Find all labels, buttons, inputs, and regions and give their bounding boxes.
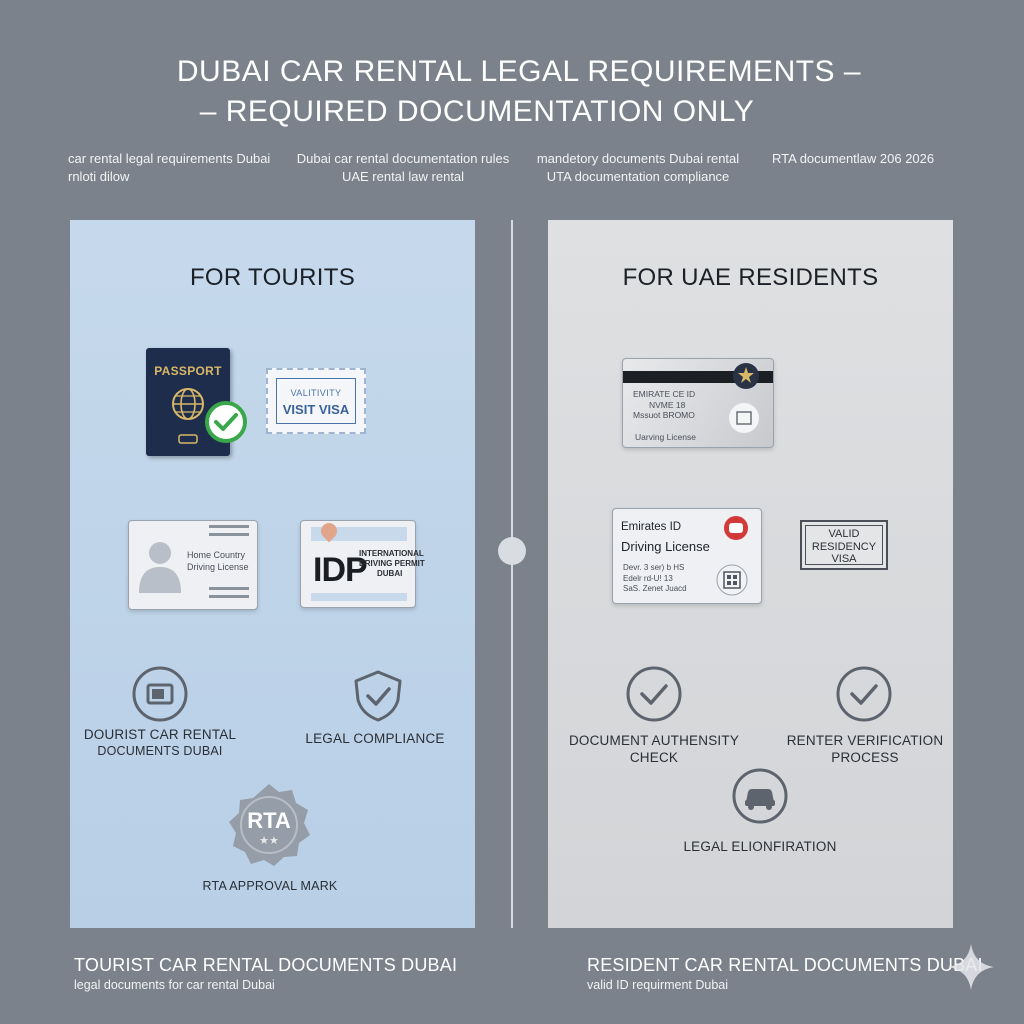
keyword-line: UAE rental law rental: [341, 169, 465, 184]
rta-label: RTA APPROVAL MARK: [202, 879, 338, 893]
hologram-icon: [729, 403, 759, 433]
shield-check-icon: [354, 670, 402, 722]
resident-feature-2: RENTER VERIFICATION PROCESS: [786, 733, 944, 765]
license-line-1: Home Country: [187, 550, 246, 560]
resident-feature-3: LEGAL ELIONFIRATION: [683, 839, 837, 854]
keyword-line: mandetory documents Dubai rental: [536, 151, 740, 166]
document-circle-icon: [132, 666, 188, 722]
person-silhouette-icon: [139, 542, 181, 593]
rta-badge-text: RTA: [247, 808, 291, 833]
tourist-feature-1: DOURIST CAR RENTAL DOCUMENTS DUBAI: [83, 727, 237, 758]
residency-visa-text: VALID RESIDENCY VISA: [811, 528, 877, 565]
keyword-line: RTA documentlaw 206 2026: [772, 151, 935, 166]
idp-card: IDP INTERNATIONAL DRIVING PERMIT DUBAI: [300, 519, 425, 608]
keyword-line: UTA documentation compliance: [546, 169, 730, 184]
check-circle-icon: [626, 666, 682, 722]
idp-text: INTERNATIONAL DRIVING PERMIT DUBAI: [359, 549, 425, 578]
qr-seal-icon: [716, 564, 748, 596]
resident-panel-title: FOR UAE RESIDENTS: [622, 264, 879, 291]
keyword-group-4: RTA documentlaw 206 2026: [772, 150, 934, 168]
passport-chip-icon: [178, 434, 198, 444]
keyword-group-3: mandetory documents Dubai rental UTA doc…: [532, 150, 744, 186]
tourist-panel-title: FOR TOURITS: [189, 264, 356, 291]
rta-seal-icon: [229, 784, 310, 866]
check-badge-icon: [205, 401, 247, 443]
emblem-icon: [733, 363, 759, 389]
footer-right-subtitle: valid ID requirment Dubai: [587, 978, 729, 992]
globe-icon: [172, 388, 204, 420]
rta-stars: ★★: [259, 835, 279, 847]
resident-feature-1: DOCUMENT AUTHENSITY CHECK: [568, 733, 740, 765]
license-line-2: Driving License: [187, 562, 249, 572]
emirates-driving-license-card: Emirates ID Driving License Devr. 3 ser)…: [612, 508, 762, 604]
red-badge-icon: [724, 516, 748, 540]
keyword-line: rnloti dilow: [68, 169, 130, 184]
page-title: DUBAI CAR RENTAL LEGAL REQUIREMENTS – – …: [0, 52, 1024, 132]
title-line-2: – REQUIRED DOCUMENTATION ONLY: [199, 95, 755, 128]
residency-visa-stamp: VALID RESIDENCY VISA: [800, 520, 888, 570]
emirates-card-footer: Uarving License: [635, 432, 696, 442]
resident-panel: FOR UAE RESIDENTS EMIRATE CE ID NVME 18 …: [548, 220, 953, 928]
keyword-group-1: car rental legal requirements Dubai rnlo…: [68, 150, 270, 186]
rta-badge: RTA ★★: [224, 780, 314, 870]
visit-visa-stamp: VALITIVITY VISIT VISA: [266, 368, 366, 434]
card2-title-1: Emirates ID: [621, 521, 682, 533]
keyword-line: car rental legal requirements Dubai: [68, 151, 271, 166]
card2-details: Devr. 3 ser) b HS Edelr rd-U! 13 SaS. Ze…: [623, 563, 687, 593]
idp-big-label: IDP: [313, 551, 368, 589]
card2-title-2: Driving License: [621, 539, 710, 554]
tourist-panel: FOR TOURITS PASSPORT VALITIVITY VISIT VI…: [70, 220, 475, 928]
passport-document: PASSPORT: [146, 348, 230, 456]
home-driving-license-card: Home Country Driving License: [128, 520, 258, 610]
center-divider: [511, 220, 513, 928]
title-line-1: DUBAI CAR RENTAL LEGAL REQUIREMENTS –: [176, 55, 862, 88]
footer-left-title: TOURIST CAR RENTAL DOCUMENTS DUBAI: [74, 955, 458, 975]
keyword-group-2: Dubai car rental documentation rules UAE…: [296, 150, 510, 186]
tourist-feature-2: LEGAL COMPLIANCE: [305, 731, 445, 746]
passport-label: PASSPORT: [154, 364, 222, 378]
emirates-card-text: EMIRATE CE ID NVME 18 Mssuot BROMO: [633, 389, 696, 420]
footer-left-subtitle: legal documents for car rental Dubai: [74, 978, 275, 992]
check-circle-icon: [836, 666, 892, 722]
emirates-id-card: EMIRATE CE ID NVME 18 Mssuot BROMO Uarvi…: [622, 358, 774, 448]
sparkle-icon: [948, 944, 994, 990]
divider-dot: [498, 537, 526, 565]
keyword-line: Dubai car rental documentation rules: [296, 151, 510, 166]
visa-stamp-main: VISIT VISA: [282, 402, 350, 417]
car-circle-icon: [732, 768, 788, 824]
footer-right-title: RESIDENT CAR RENTAL DOCUMENTS DUBAI: [587, 955, 983, 975]
visa-stamp-top: VALITIVITY: [290, 388, 342, 398]
